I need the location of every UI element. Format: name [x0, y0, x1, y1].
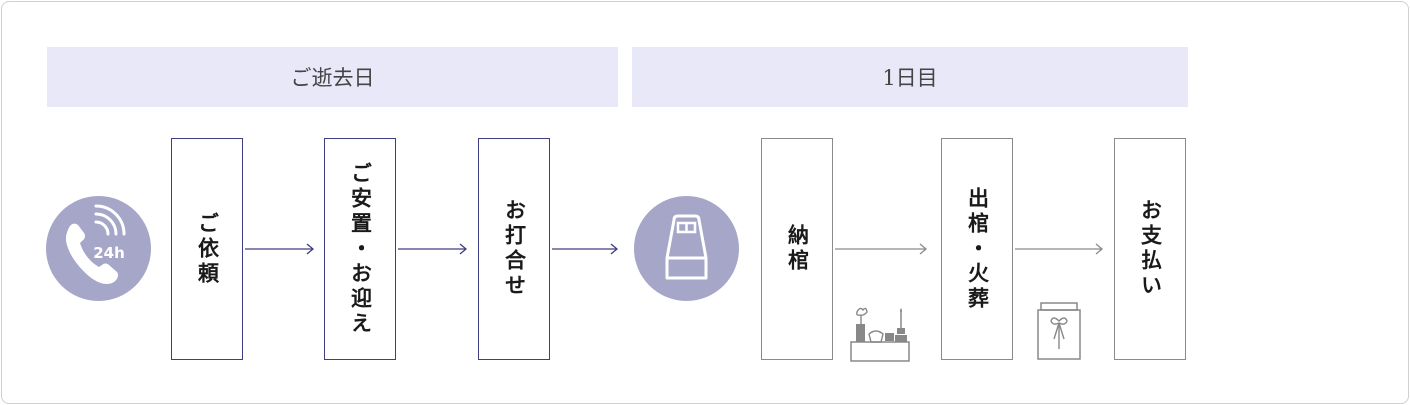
phone-24h-icon: 24h — [46, 196, 151, 301]
arrow-right — [398, 243, 468, 255]
step-encoffining: 納棺 — [761, 138, 833, 360]
bed-icon — [634, 196, 739, 301]
step-label: 納棺 — [785, 224, 810, 274]
step-label: ご依頼 — [195, 211, 220, 287]
step-label: 出棺・火葬 — [965, 186, 990, 312]
step-placement-pickup: ご安置・お迎え — [324, 138, 396, 360]
arrow-right — [245, 243, 315, 255]
step-label: お支払い — [1138, 199, 1163, 299]
phase-label: ご逝去日 — [290, 66, 375, 90]
phone-badge-text: 24h — [93, 244, 125, 262]
step-consultation: お打合せ — [478, 138, 550, 360]
step-payment: お支払い — [1114, 138, 1186, 360]
phase-band-day-of-passing: ご逝去日 — [47, 47, 618, 107]
phase-band-day-1: 1日目 — [632, 47, 1188, 107]
arrow-right — [552, 243, 619, 255]
urn-box-icon — [1037, 302, 1081, 360]
phase-label: 1日目 — [882, 66, 938, 90]
step-departure-cremation: 出棺・火葬 — [941, 138, 1013, 360]
step-request: ご依頼 — [171, 138, 243, 360]
arrow-right — [1015, 243, 1104, 255]
arrow-right — [835, 243, 928, 255]
step-label: お打合せ — [502, 199, 527, 299]
step-label: ご安置・お迎え — [348, 161, 373, 337]
altar-icon — [850, 307, 910, 362]
